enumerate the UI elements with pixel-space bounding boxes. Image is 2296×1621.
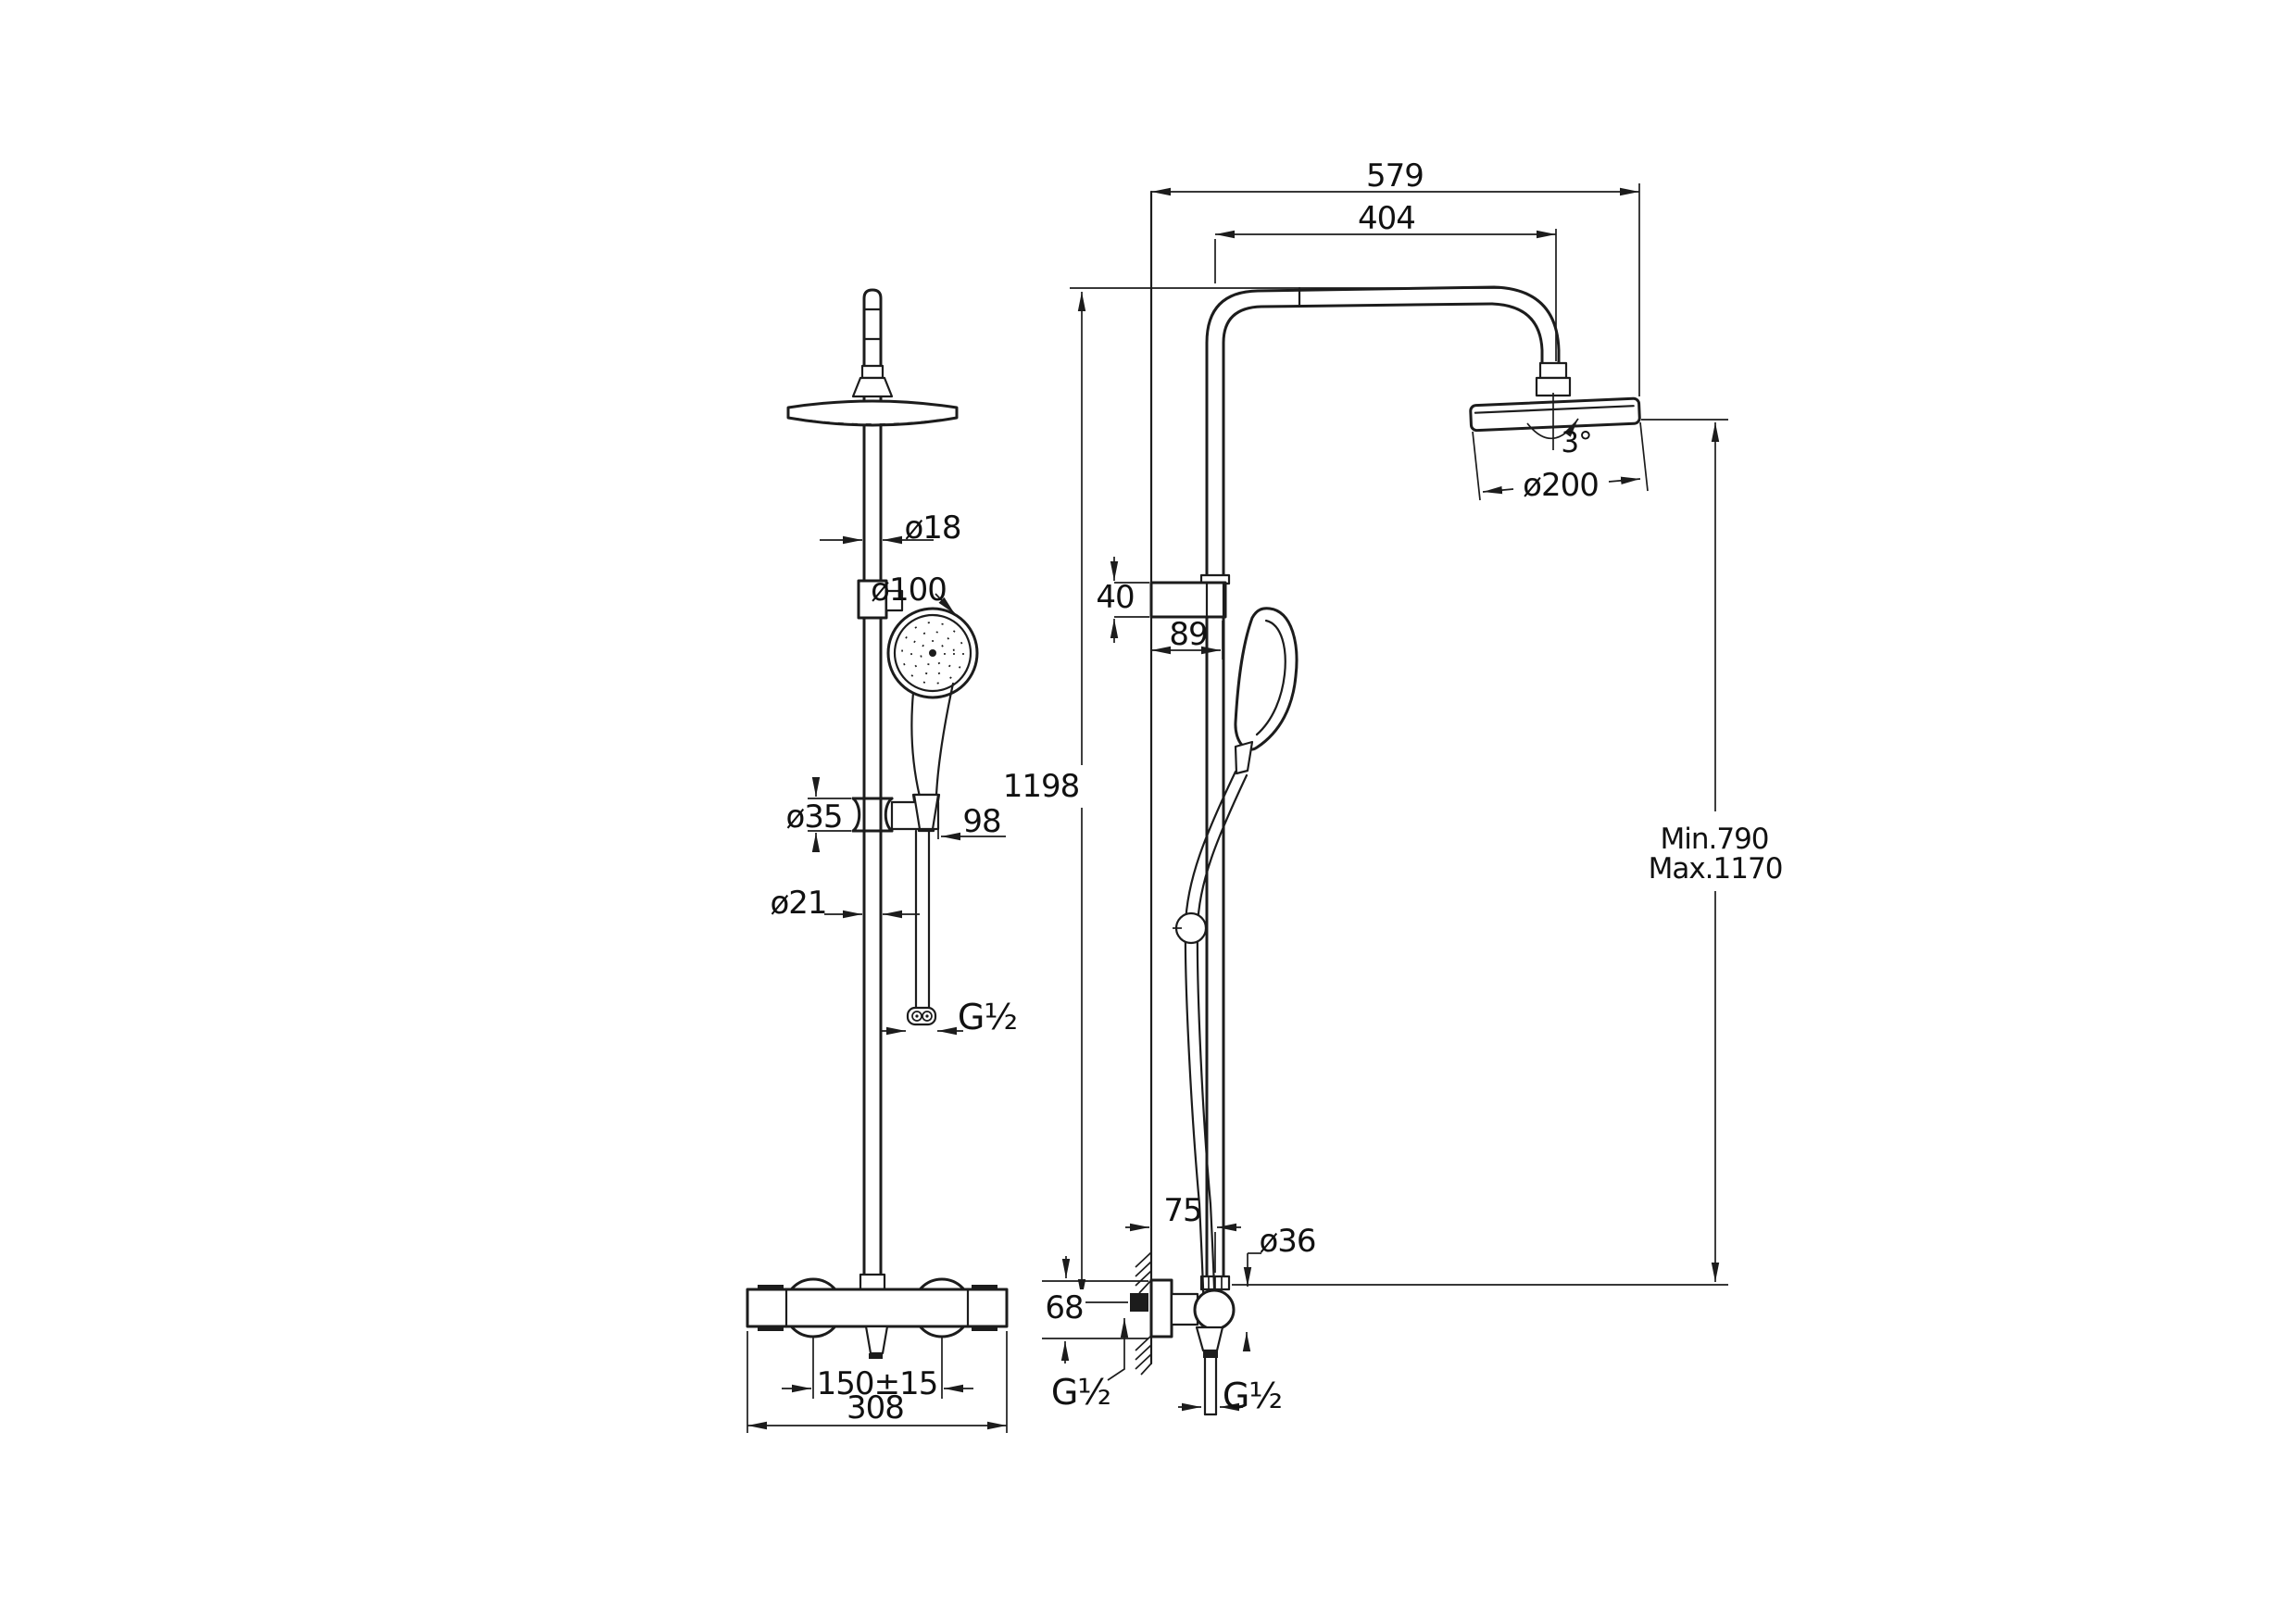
wall-hatching-upper [1135,1251,1152,1294]
dim-mixer-width: 308 [847,1389,904,1426]
dim-hose-connection-front: G½ [958,997,1017,1037]
dim-hose-connection-side: G½ [1223,1376,1282,1416]
dim-wall-bracket-height: 40 [1096,579,1134,616]
dim-head-height-max: Max.1170 [1649,852,1783,886]
overhead-shower-side: 3° [1469,361,1641,459]
overhead-shower-front [786,364,959,427]
side-view: 3° 5 [1003,157,1784,1416]
dim-holder-clamp-diameter: ø35 [785,798,842,836]
dim-escutcheon-height: 68 [1045,1289,1083,1326]
hose-side [1173,770,1248,1327]
dim-reach-arm: 404 [1358,200,1415,237]
wall-bracket-front [857,579,904,620]
dim-head-diameter: ø200 [1523,467,1599,504]
handshower-holder-front [851,793,940,833]
front-view: ø18 ø100 ø35 98 ø21 G½ [746,288,1018,1433]
dim-lower-rail-diameter: ø21 [770,885,826,922]
valve-side [1149,1278,1236,1416]
dim-wall-connection: G½ [1051,1372,1110,1413]
dim-connection-spacing: 150±15 [817,1365,938,1402]
dim-reach-overall: 579 [1366,157,1424,195]
rail-through-bracket [1205,581,1225,619]
side-view-dimensions: 579 404 ø200 1198 40 [1003,157,1784,1416]
dim-holder-depth: 98 [962,803,1000,840]
dim-head-tilt: 3° [1561,426,1591,459]
dim-wall-bracket-depth: 89 [1169,616,1207,653]
hand-shower-front [886,607,979,833]
dim-valve-projection: 75 [1163,1192,1201,1229]
hand-shower-side [1234,607,1299,775]
wall-supply-elbow [1130,1293,1148,1312]
front-view-dimensions: ø18 ø100 ø35 98 ø21 G½ [747,509,1018,1433]
hose-front [906,829,937,1026]
wall-hatching-lower [1135,1335,1152,1376]
dim-head-height-min: Min.790 [1660,823,1768,856]
front-rail [859,288,886,1291]
dim-handle-diameter: ø36 [1259,1223,1315,1260]
dim-column-height: 1198 [1003,768,1080,805]
dim-hand-shower-diameter: ø100 [871,572,947,609]
wall-bracket-side [1149,581,1227,619]
mixer-front [746,1277,1009,1359]
side-rail-and-arm [1199,285,1561,1291]
dim-upper-rail-diameter: ø18 [904,509,960,547]
wall-side [1130,190,1153,1376]
